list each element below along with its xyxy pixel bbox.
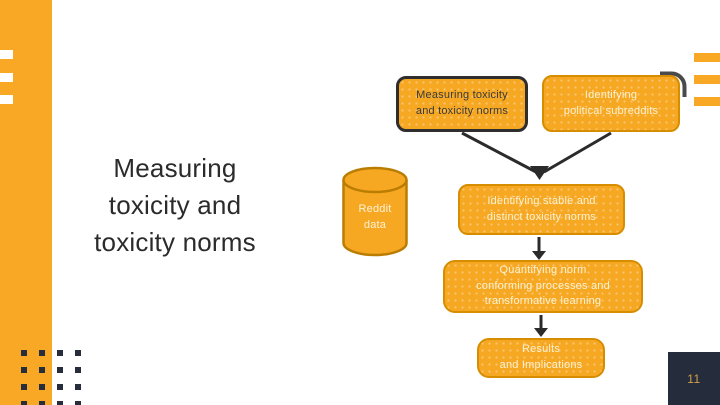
- dot: [57, 350, 63, 356]
- dot: [75, 350, 81, 356]
- cylinder-label-line: data: [363, 219, 387, 231]
- flow-box-label-line: Measuring toxicity: [416, 89, 508, 102]
- left-accent-bar: [0, 0, 52, 405]
- connector-line-right: [543, 131, 612, 174]
- dot: [57, 367, 63, 373]
- arrowhead-down-1: [532, 251, 546, 260]
- flow-box-label-line: Identifying: [584, 88, 638, 101]
- dot: [75, 367, 81, 373]
- dot: [21, 367, 27, 373]
- orange-dash-decoration: [694, 75, 720, 84]
- white-dash-decoration: [0, 73, 13, 82]
- flow-box-label-line: distinct toxicity norms: [486, 210, 597, 223]
- flow-box-quantifying: Quantifying norm conforming processes an…: [443, 260, 643, 313]
- flow-box-label-line: Results: [521, 343, 561, 356]
- orange-dash-decoration: [694, 97, 720, 106]
- flow-box-label-line: Quantifying norm: [499, 263, 587, 276]
- flow-box-label-line: and Implications: [499, 359, 583, 371]
- slide-title-line: toxicity and: [108, 190, 242, 220]
- white-dash-decoration: [0, 50, 13, 59]
- cylinder-reddit-data-label: Reddit data: [341, 182, 409, 252]
- flow-box-identifying-norms: Identifying stable and distinct toxicity…: [458, 184, 625, 235]
- flow-box-label-line: political subreddits: [563, 104, 659, 117]
- arrowhead-converge: [530, 166, 549, 180]
- flow-box-label-line: conforming processes and: [476, 279, 610, 292]
- dot: [75, 384, 81, 390]
- connector-line-left: [461, 131, 537, 174]
- dot: [21, 384, 27, 390]
- orange-dash-decoration: [694, 53, 720, 62]
- flow-box-label-line: Identifying stable and: [487, 194, 596, 207]
- white-dash-decoration: [0, 95, 13, 104]
- flow-box-label-line: transformative learning: [484, 295, 602, 308]
- dot: [21, 350, 27, 356]
- slide-title-line: Measuring: [113, 153, 237, 183]
- dot: [75, 401, 81, 405]
- slide-title-line: toxicity norms: [94, 227, 256, 257]
- page-number-badge: 11: [668, 352, 720, 405]
- flow-box-label-line: and toxicity norms: [415, 105, 509, 117]
- dot: [39, 401, 45, 405]
- cylinder-label-line: Reddit: [358, 202, 392, 215]
- dot: [57, 401, 63, 405]
- dot: [57, 384, 63, 390]
- slide-title: Measuring toxicity and toxicity norms: [55, 150, 295, 261]
- flow-box-measuring-toxicity: Measuring toxicity and toxicity norms: [396, 76, 528, 132]
- dot: [39, 350, 45, 356]
- flow-box-results: Results and Implications: [477, 338, 605, 378]
- dot: [39, 367, 45, 373]
- dot-grid-decoration: [21, 350, 81, 405]
- arrowhead-down-2: [534, 328, 548, 337]
- dot: [21, 401, 27, 405]
- dot: [39, 384, 45, 390]
- flow-box-identifying-subreddits: Identifying political subreddits: [542, 75, 680, 132]
- page-number: 11: [687, 371, 701, 386]
